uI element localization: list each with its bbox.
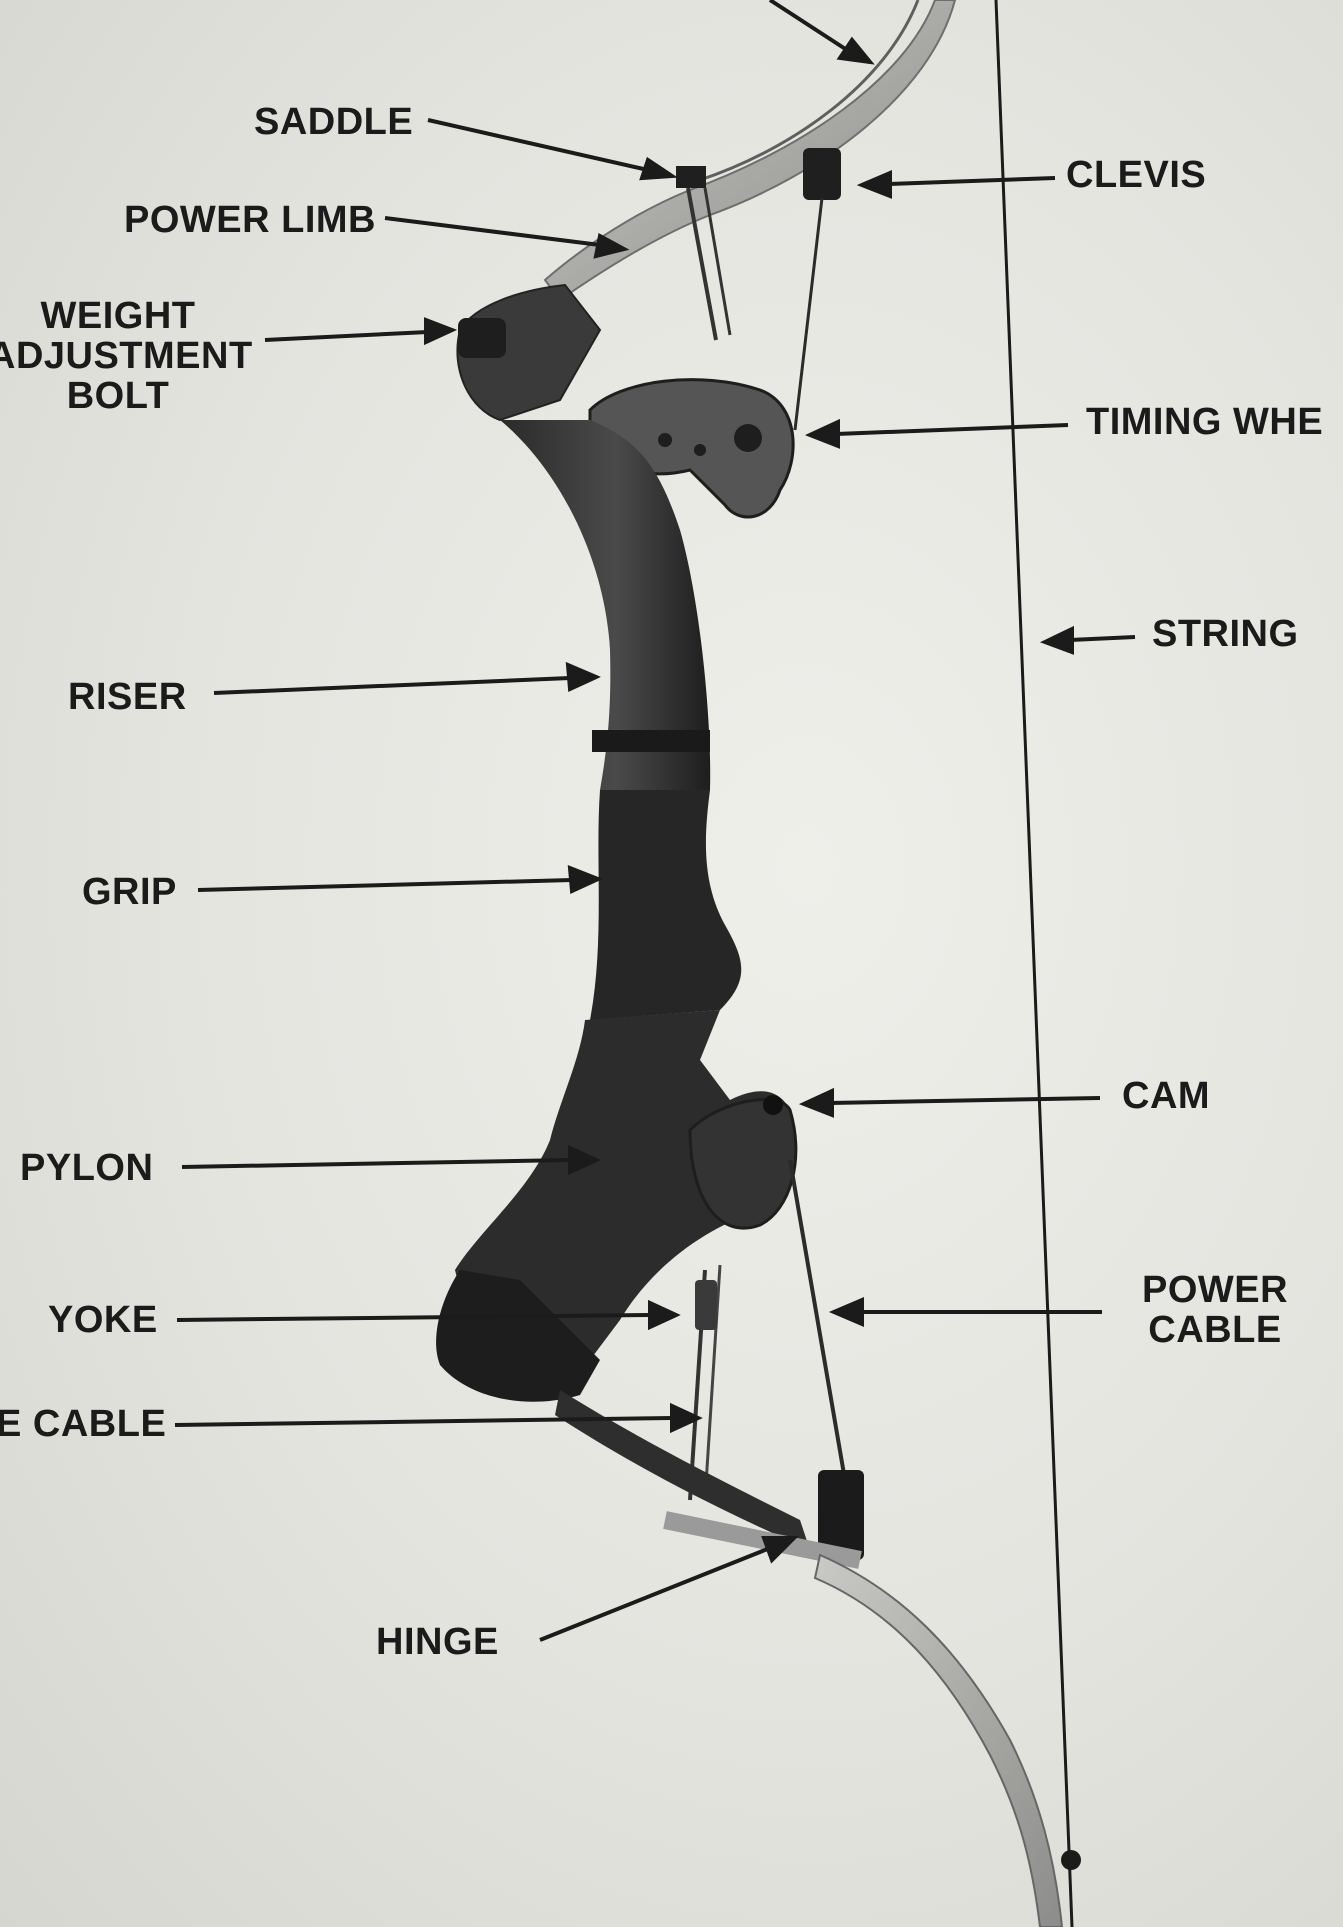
lower-limb-pocket: [436, 1270, 600, 1402]
label-weight-adjustment-bolt-line1: WEIGHT: [40, 295, 196, 337]
label-cable: E CABLE: [0, 1403, 167, 1445]
riser: [500, 420, 711, 790]
power-cable: [788, 1159, 847, 1481]
label-hinge: HINGE: [376, 1621, 499, 1663]
label-power-cable-line2: CABLE: [1148, 1309, 1282, 1351]
clevis: [803, 148, 841, 200]
label-pylon: PYLON: [20, 1147, 154, 1189]
label-clevis: CLEVIS: [1066, 154, 1207, 196]
hinge: [818, 1470, 864, 1560]
label-cam: CAM: [1122, 1075, 1211, 1117]
grip: [590, 790, 742, 1020]
weight-adjustment-bolt: [458, 318, 506, 358]
leader-lines: [174, 0, 1136, 1642]
label-grip: GRIP: [82, 871, 177, 913]
label-power-cable-line1: POWER: [1141, 1269, 1289, 1311]
label-weight-adjustment-bolt: WEIGHT ADJUSTMENT BOLT: [0, 295, 253, 417]
label-yoke: YOKE: [48, 1299, 158, 1341]
saddle: [676, 166, 706, 188]
label-weight-adjustment-bolt-line3: BOLT: [66, 375, 170, 417]
upper-limb-inner: [699, 0, 920, 182]
lower-flex-limb: [813, 1553, 1064, 1927]
label-string: STRING: [1152, 613, 1299, 655]
label-saddle: SADDLE: [254, 101, 414, 143]
label-power-cable: POWER CABLE: [1110, 1270, 1320, 1350]
bow-string: [994, 0, 1074, 1927]
label-weight-adjustment-bolt-line2: ADJUSTMENT: [0, 335, 253, 377]
label-timing-wheel: TIMING WHE: [1086, 401, 1324, 443]
cam: [688, 1098, 798, 1230]
label-riser: RISER: [68, 676, 187, 718]
lower-limb: [555, 1390, 810, 1550]
label-power-limb: POWER LIMB: [124, 199, 376, 241]
